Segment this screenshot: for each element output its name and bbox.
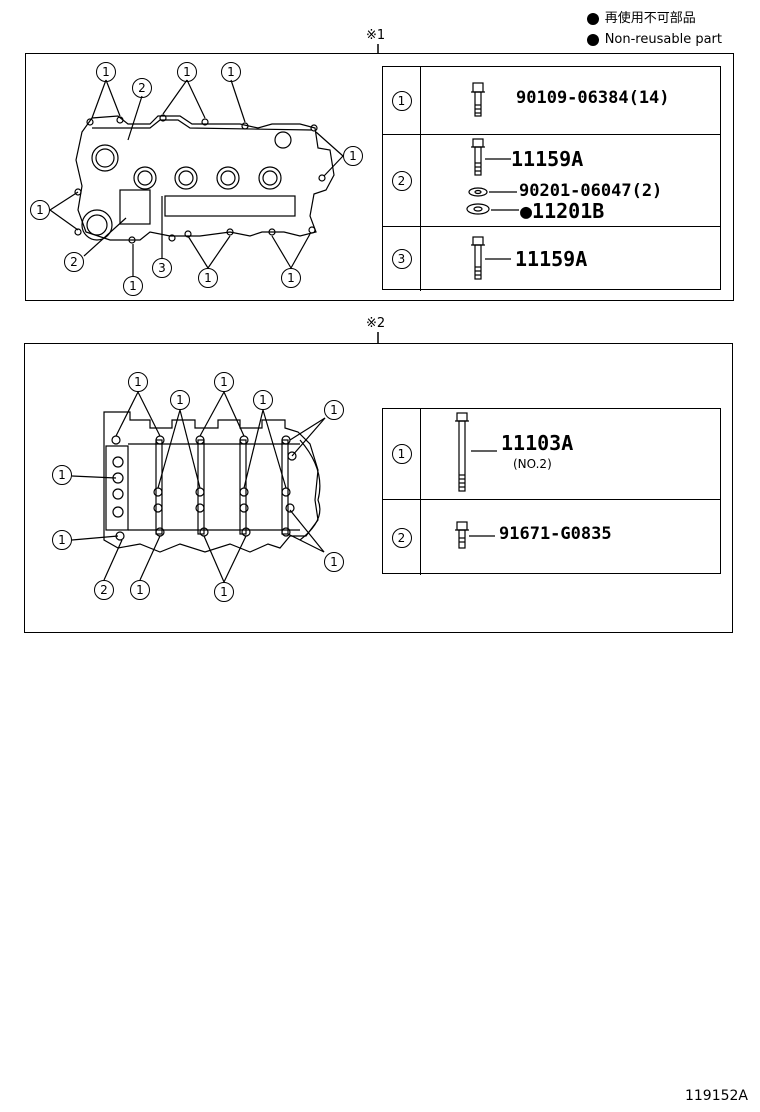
callout-1: 1 — [214, 372, 234, 392]
short-bolt-icon — [455, 521, 469, 549]
table-row: 2 11159A 90201-06047(2) ●11201B — [383, 134, 720, 226]
section1-panel — [25, 53, 734, 301]
callout-2: 2 — [64, 252, 84, 272]
row-number: 3 — [391, 249, 412, 269]
bolt-icon — [471, 82, 485, 117]
row-number-cell: 1 — [383, 409, 421, 499]
part-leader-lines — [485, 158, 519, 211]
illustration-code: 119152A — [684, 1088, 748, 1104]
row-number: 2 — [391, 170, 412, 191]
callout-1: 1 — [343, 146, 363, 166]
part-number: 91671-G0835 — [499, 524, 612, 544]
non-reusable-label-ja: 再使用不可部品 — [604, 11, 696, 26]
row-number-cell: 2 — [383, 135, 421, 226]
callout-1: 1 — [170, 390, 190, 410]
section2-marker: ※2 — [366, 316, 386, 331]
row-number: 1 — [391, 444, 412, 464]
callout-1: 1 — [128, 372, 148, 392]
long-bolt-icon — [455, 412, 469, 492]
row-number: 1 — [391, 90, 412, 111]
callout-1: 1 — [214, 582, 234, 602]
part-leader-line — [469, 535, 495, 537]
callout-1: 1 — [123, 276, 143, 296]
legend: 再使用不可部品 Non-reusable part — [586, 8, 722, 50]
part-number: 90109-06384(14) — [516, 88, 670, 108]
callout-3: 3 — [152, 258, 172, 278]
legend-row-en: Non-reusable part — [586, 29, 722, 50]
callout-1: 1 — [324, 552, 344, 572]
part-note: (NO.2) — [513, 457, 552, 471]
callout-1: 1 — [324, 400, 344, 420]
callout-1: 1 — [221, 62, 241, 82]
bolt-icon — [471, 236, 485, 280]
non-reusable-label-en: Non-reusable part — [604, 32, 722, 47]
bolt-washer-icon — [466, 138, 490, 215]
row-number-cell: 1 — [383, 67, 421, 134]
table-row: 1 11103A (NO.2) — [383, 409, 720, 499]
callout-1: 1 — [96, 62, 116, 82]
callout-1: 1 — [198, 268, 218, 288]
part-number: 90201-06047(2) — [519, 181, 663, 201]
part-number: ●11201B — [520, 199, 605, 223]
callout-1: 1 — [52, 465, 72, 485]
section2-panel — [24, 343, 733, 633]
section2-parts-table: 1 11103A (NO.2) 2 91671-G — [382, 408, 721, 575]
part-leader-line — [485, 258, 511, 260]
callout-1: 1 — [253, 390, 273, 410]
callout-1: 1 — [30, 200, 50, 220]
row-number-cell: 3 — [383, 227, 421, 291]
callout-2: 2 — [132, 78, 152, 98]
callout-1: 1 — [281, 268, 301, 288]
part-number: 11159A — [511, 147, 584, 171]
callout-1: 1 — [177, 62, 197, 82]
section1-parts-table: 1 90109-06384(14) 2 11159A 90201-06047(2… — [382, 66, 721, 291]
part-number: 11103A — [501, 431, 574, 455]
row-number: 2 — [391, 527, 412, 548]
callout-1: 1 — [52, 530, 72, 550]
part-leader-line — [471, 450, 497, 452]
callout-1: 1 — [130, 580, 150, 600]
bullet-icon — [586, 12, 599, 25]
callout-2: 2 — [94, 580, 114, 600]
section1-marker: ※1 — [366, 28, 386, 43]
table-row: 2 91671-G0835 — [383, 499, 720, 575]
table-row: 1 90109-06384(14) — [383, 67, 720, 134]
row-number-cell: 2 — [383, 500, 421, 575]
legend-row-ja: 再使用不可部品 — [586, 8, 722, 29]
bullet-icon — [586, 33, 599, 46]
part-number: 11159A — [515, 247, 588, 271]
table-row: 3 11159A — [383, 226, 720, 291]
